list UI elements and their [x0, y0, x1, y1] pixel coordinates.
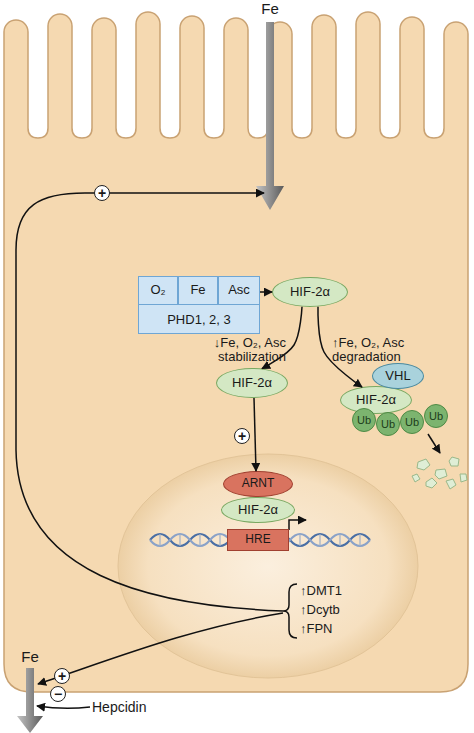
- protein-name: HIF-2α: [356, 393, 396, 407]
- protein-name: HIF-2α: [238, 503, 278, 517]
- degradation-arrow: [428, 434, 440, 453]
- gene-label: ↑FPN: [300, 622, 370, 637]
- ubiquitin-circle: Ub: [424, 404, 448, 428]
- gene-bracket: [283, 584, 297, 638]
- element-name: HRE: [245, 533, 270, 546]
- protein-oval: HIF-2α: [216, 368, 288, 398]
- cofactor-cell: Fe: [178, 276, 218, 305]
- ubiquitin-tag: Ub: [405, 416, 419, 428]
- pathway-arrow: [254, 398, 256, 471]
- gene-label: ↑DMT1: [300, 584, 370, 599]
- response-element-box: HRE: [227, 529, 289, 551]
- activation-sign: +: [94, 185, 110, 201]
- enterocyte-cell: [4, 12, 468, 692]
- inhibition-sign: −: [50, 686, 66, 702]
- hepcidin-inhibition-arrow: [37, 706, 90, 708]
- protein-oval: VHL: [372, 363, 424, 389]
- edge-label: ↑Fe, O₂, Asc degradation: [332, 336, 432, 364]
- ubiquitin-circle: Ub: [376, 412, 400, 436]
- iron-label: Fe: [250, 0, 290, 17]
- cofactor-cell: Asc: [218, 276, 260, 305]
- dna-helix: [150, 534, 370, 546]
- nucleus: [118, 454, 418, 678]
- enzyme-name: PHD1, 2, 3: [139, 306, 259, 334]
- protein-oval: HIF-2α: [272, 277, 348, 307]
- gene-label: ↑Dcytb: [300, 603, 370, 618]
- transcription-start-arrow: [289, 520, 306, 530]
- iron-export-arrow: [17, 668, 43, 733]
- edge-label: ↓Fe, O₂, Asc stabilization: [186, 336, 286, 364]
- protein-oval: HIF-2α: [340, 386, 412, 414]
- iron-uptake-arrow: [256, 22, 284, 210]
- feedback-loop-lower: [38, 613, 283, 684]
- protein-name: VHL: [385, 369, 410, 383]
- protein-oval: ARNT: [223, 471, 293, 497]
- activation-sign: +: [54, 668, 70, 684]
- ubiquitin-tag: Ub: [357, 414, 371, 426]
- hormone-label: Hepcidin: [92, 699, 182, 715]
- protein-oval: HIF-2α: [221, 497, 295, 523]
- ubiquitin-circle: Ub: [352, 408, 376, 432]
- activation-sign: +: [234, 428, 250, 444]
- iron-label: Fe: [10, 648, 50, 665]
- cofactor-name: Fe: [190, 283, 205, 297]
- protein-name: ARNT: [242, 477, 275, 490]
- ubiquitin-tag: Ub: [381, 418, 395, 430]
- ubiquitin-tag: Ub: [429, 410, 443, 422]
- cofactor-name: Asc: [228, 283, 250, 297]
- cofactor-cell: O₂: [138, 276, 178, 305]
- enzyme-box: PHD1, 2, 3 O₂ Fe Asc: [138, 276, 260, 334]
- cofactor-name: O₂: [150, 283, 165, 297]
- degraded-fragments: [412, 457, 467, 489]
- protein-name: HIF-2α: [232, 376, 272, 390]
- protein-name: HIF-2α: [290, 285, 330, 299]
- ubiquitin-circle: Ub: [400, 410, 424, 434]
- pathway-arrow: [260, 291, 272, 293]
